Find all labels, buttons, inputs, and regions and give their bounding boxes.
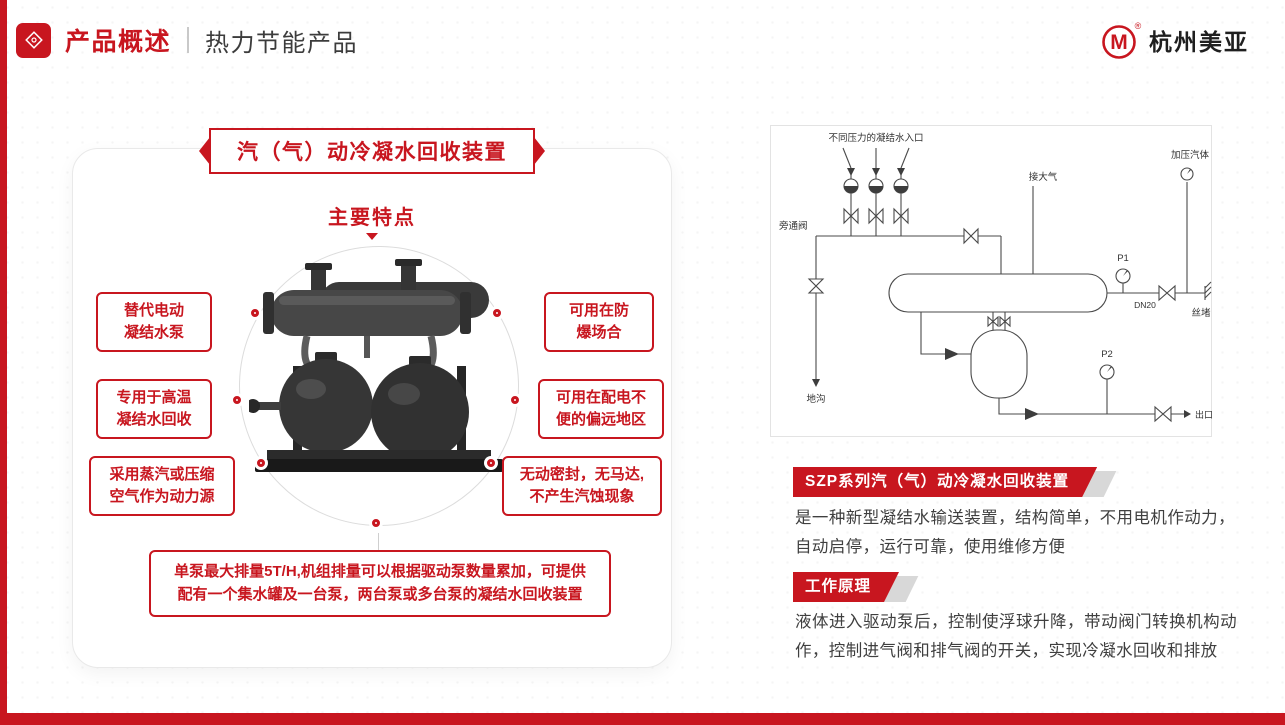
product-overview-card: 汽（气）动冷凝水回收装置 主要特点 [72, 128, 672, 668]
connector-node [372, 519, 380, 527]
section-body: 是一种新型凝结水输送装置，结构简单，不用电机作动力，自动启停，运行可靠，使用维修… [795, 509, 1235, 556]
feature-item: 无动密封，无马达, 不产生汽蚀现象 [502, 456, 662, 516]
feature-item: 替代电动 凝结水泵 [96, 292, 212, 352]
feature-item: 可用在配电不 便的偏远地区 [538, 379, 664, 439]
section-body: 液体进入驱动泵后，控制使浮球升降，带动阀门转换机构动作，控制进气阀和排气阀的开关… [795, 613, 1237, 660]
piping-schematic-drawing: 不同压力的凝结水入口 接大气 旁通阀 地沟 P1 DN20 丝堵 加压汽体 P2… [779, 132, 1213, 423]
connector-node [511, 396, 519, 404]
product-title-banner: 汽（气）动冷凝水回收装置 [199, 128, 545, 174]
brand-logo: M ® 杭州美亚 [1097, 17, 1249, 63]
feature-item: 可用在防 爆场合 [544, 292, 654, 352]
connector-node [487, 459, 495, 467]
bypass-valve-label: 旁通阀 [779, 220, 808, 232]
title-divider [187, 27, 190, 53]
plug-label: 丝堵 [1191, 307, 1211, 319]
left-accent-bar [0, 0, 7, 725]
capacity-note: 单泵最大排量5T/H,机组排量可以根据驱动泵数量累加，可提供 配有一个集水罐及一… [149, 550, 611, 617]
registered-mark: ® [1135, 21, 1142, 31]
connector-node [493, 309, 501, 317]
bottom-accent-bar [0, 713, 1285, 725]
atmosphere-label: 接大气 [1029, 171, 1058, 183]
brand-mark-letter: M [1110, 31, 1128, 54]
connector-node [251, 309, 259, 317]
schematic-diagram: 不同压力的凝结水入口 接大气 旁通阀 地沟 P1 DN20 丝堵 加压汽体 P2… [770, 125, 1213, 437]
section-title-ribbon-szp: SZP系列汽（气）动冷凝水回收装置 [793, 467, 1097, 497]
header: 产品概述 热力节能产品 M ® 杭州美亚 [0, 0, 1285, 80]
section-title: 工作原理 [793, 572, 899, 602]
gauge-p2-label: P2 [1101, 349, 1113, 360]
condensate-pump-illustration [246, 259, 503, 472]
connector-line [378, 533, 379, 552]
brand-name: 杭州美亚 [1149, 29, 1249, 55]
features-title-pointer-icon [366, 233, 378, 240]
dn20-label: DN20 [1134, 300, 1156, 310]
pressurized-gas-label: 加压汽体 [1171, 149, 1210, 161]
floor-drain-label: 地沟 [806, 393, 825, 405]
feature-item: 专用于高温 凝结水回收 [96, 379, 212, 439]
inlet-label: 不同压力的凝结水入口 [828, 132, 923, 144]
features-title: 主要特点 [328, 207, 416, 229]
cube-glyph-icon [24, 31, 43, 49]
connector-node [233, 396, 241, 404]
feature-item: 采用蒸汽或压缩 空气作为动力源 [89, 456, 235, 516]
gauge-p1-label: P1 [1117, 253, 1129, 264]
brand-mark-icon: M ® [1102, 21, 1142, 59]
outlet-label: 出口 [1195, 409, 1213, 420]
page-title: 产品概述 [65, 28, 172, 56]
product-photo [246, 256, 509, 486]
section-title-ribbon-principle: 工作原理 [793, 572, 899, 602]
page-subtitle: 热力节能产品 [205, 29, 359, 57]
section-title: SZP系列汽（气）动冷凝水回收装置 [793, 467, 1097, 497]
connector-node [257, 459, 265, 467]
product-cube-icon [16, 22, 51, 58]
product-title: 汽（气）动冷凝水回收装置 [209, 128, 535, 174]
